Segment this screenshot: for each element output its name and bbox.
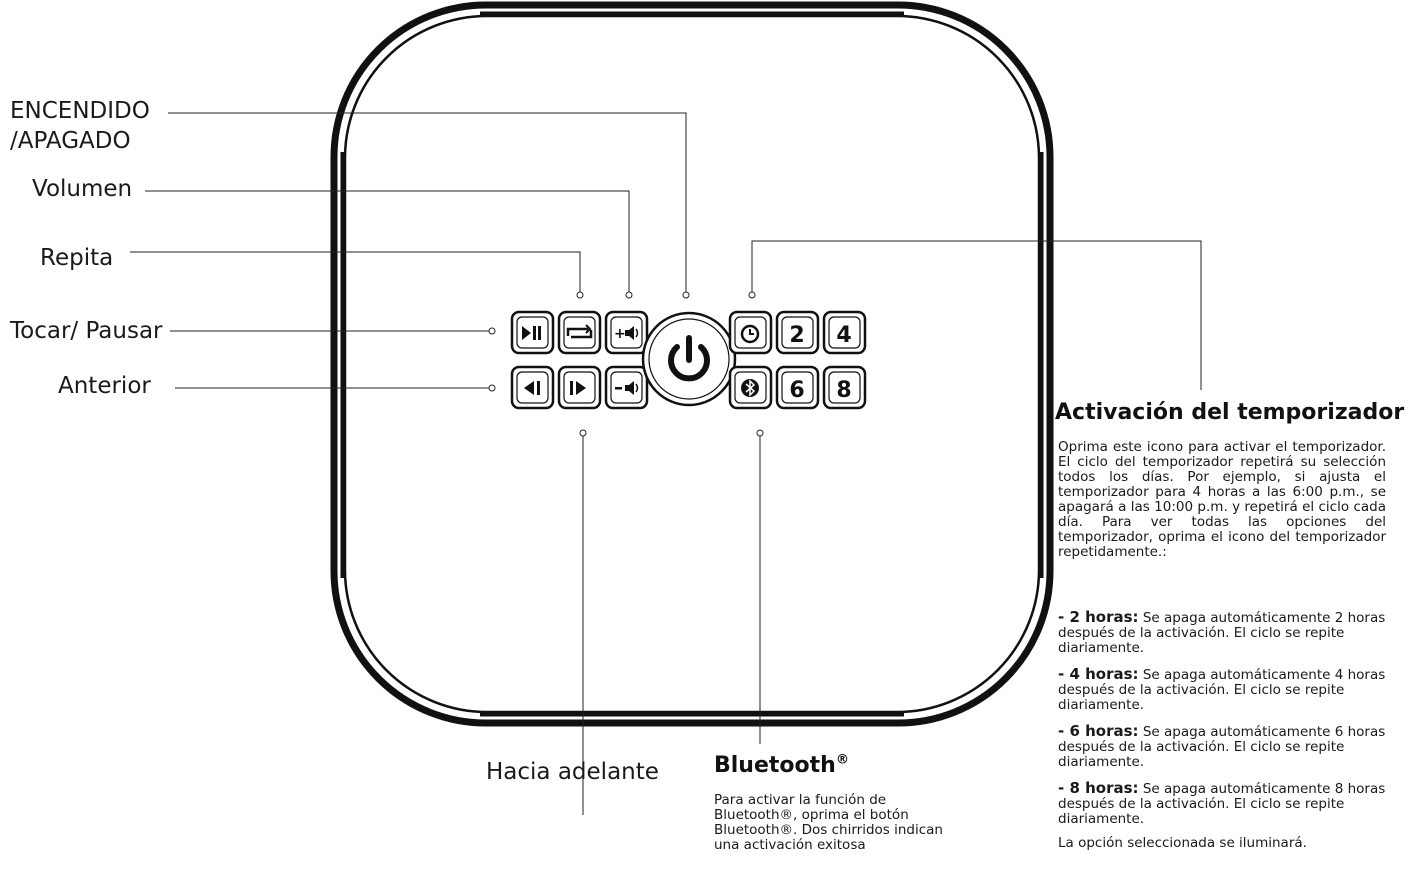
callout-dot (488, 384, 496, 392)
next-icon (570, 381, 586, 395)
repeat-button[interactable] (557, 310, 602, 355)
clock-icon (740, 324, 760, 344)
previous-icon (524, 381, 540, 395)
timer-option-text: Se apaga automáticamente 8 horas después… (1058, 781, 1386, 827)
timer-2-label: 2 (789, 323, 804, 348)
timer-option-bullet: - 6 horas: (1058, 722, 1139, 740)
timer-6-label: 6 (789, 378, 804, 403)
play-pause-icon (522, 326, 541, 340)
forward-label: Hacia adelante (486, 759, 659, 785)
volume-label: Volumen (32, 176, 133, 202)
power-button[interactable] (641, 311, 737, 407)
repeat-label: Repita (40, 245, 114, 271)
callout-dot (748, 291, 756, 299)
device-outer-frame (330, 1, 1054, 727)
play-pause-button[interactable] (510, 310, 555, 355)
power-icon (668, 335, 710, 382)
bluetooth-icon (741, 379, 759, 397)
timer-option-bullet: - 2 horas: (1058, 608, 1139, 626)
timer-option-6h: - 6 horas: Se apaga automáticamente 6 ho… (1058, 724, 1394, 770)
timer-option-text: Se apaga automáticamente 4 horas después… (1058, 667, 1386, 713)
callout-power (168, 112, 687, 292)
callout-timer (751, 240, 1202, 390)
timer-footer: La opción seleccionada se iluminará. (1058, 835, 1307, 851)
next-button[interactable] (557, 365, 602, 410)
timer-option-text: Se apaga automáticamente 2 horas después… (1058, 610, 1386, 656)
previous-label: Anterior (58, 373, 151, 399)
timer-description: Oprima este icono para activar el tempor… (1058, 439, 1386, 560)
timer-4-button[interactable]: 4 (822, 310, 867, 355)
power-label-line1: ENCENDIDO (10, 98, 150, 124)
volume-up-icon: + (614, 326, 639, 342)
timer-option-bullet: - 8 horas: (1058, 779, 1139, 797)
bluetooth-title: Bluetooth (714, 753, 836, 778)
volume-down-icon (615, 381, 639, 395)
callout-repeat (130, 251, 581, 292)
timer-button[interactable] (728, 310, 773, 355)
callout-dot (682, 291, 690, 299)
previous-button[interactable] (510, 365, 555, 410)
bluetooth-heading: Bluetooth® (714, 753, 849, 778)
callout-volume (145, 190, 630, 292)
timer-option-bullet: - 4 horas: (1058, 665, 1139, 683)
timer-option-4h: - 4 horas: Se apaga automáticamente 4 ho… (1058, 667, 1394, 713)
callout-dot (488, 327, 496, 335)
callout-dot (579, 429, 587, 437)
repeat-icon (566, 324, 593, 339)
power-label: ENCENDIDO /APAGADO (10, 96, 150, 156)
play-pause-label: Tocar/ Pausar (10, 318, 163, 344)
timer-6-button[interactable]: 6 (775, 365, 820, 410)
bluetooth-trademark: ® (835, 752, 850, 768)
volume-up-button[interactable]: + (604, 310, 649, 355)
timer-heading: Activación del temporizador (1055, 400, 1405, 425)
timer-8-button[interactable]: 8 (822, 365, 867, 410)
timer-option-text: Se apaga automáticamente 6 horas después… (1058, 724, 1386, 770)
timer-4-label: 4 (836, 323, 851, 348)
timer-option-8h: - 8 horas: Se apaga automáticamente 8 ho… (1058, 781, 1394, 827)
callout-dot (576, 291, 584, 299)
timer-2-button[interactable]: 2 (775, 310, 820, 355)
svg-text:+: + (614, 326, 626, 342)
timer-8-label: 8 (836, 378, 851, 403)
callout-dot (756, 429, 764, 437)
timer-option-2h: - 2 horas: Se apaga automáticamente 2 ho… (1058, 610, 1394, 656)
volume-down-button[interactable] (604, 365, 649, 410)
callout-dot (625, 291, 633, 299)
bluetooth-description: Para activar la función de Bluetooth®, o… (714, 792, 943, 853)
power-label-line2: /APAGADO (10, 128, 131, 154)
bluetooth-button[interactable] (728, 365, 773, 410)
